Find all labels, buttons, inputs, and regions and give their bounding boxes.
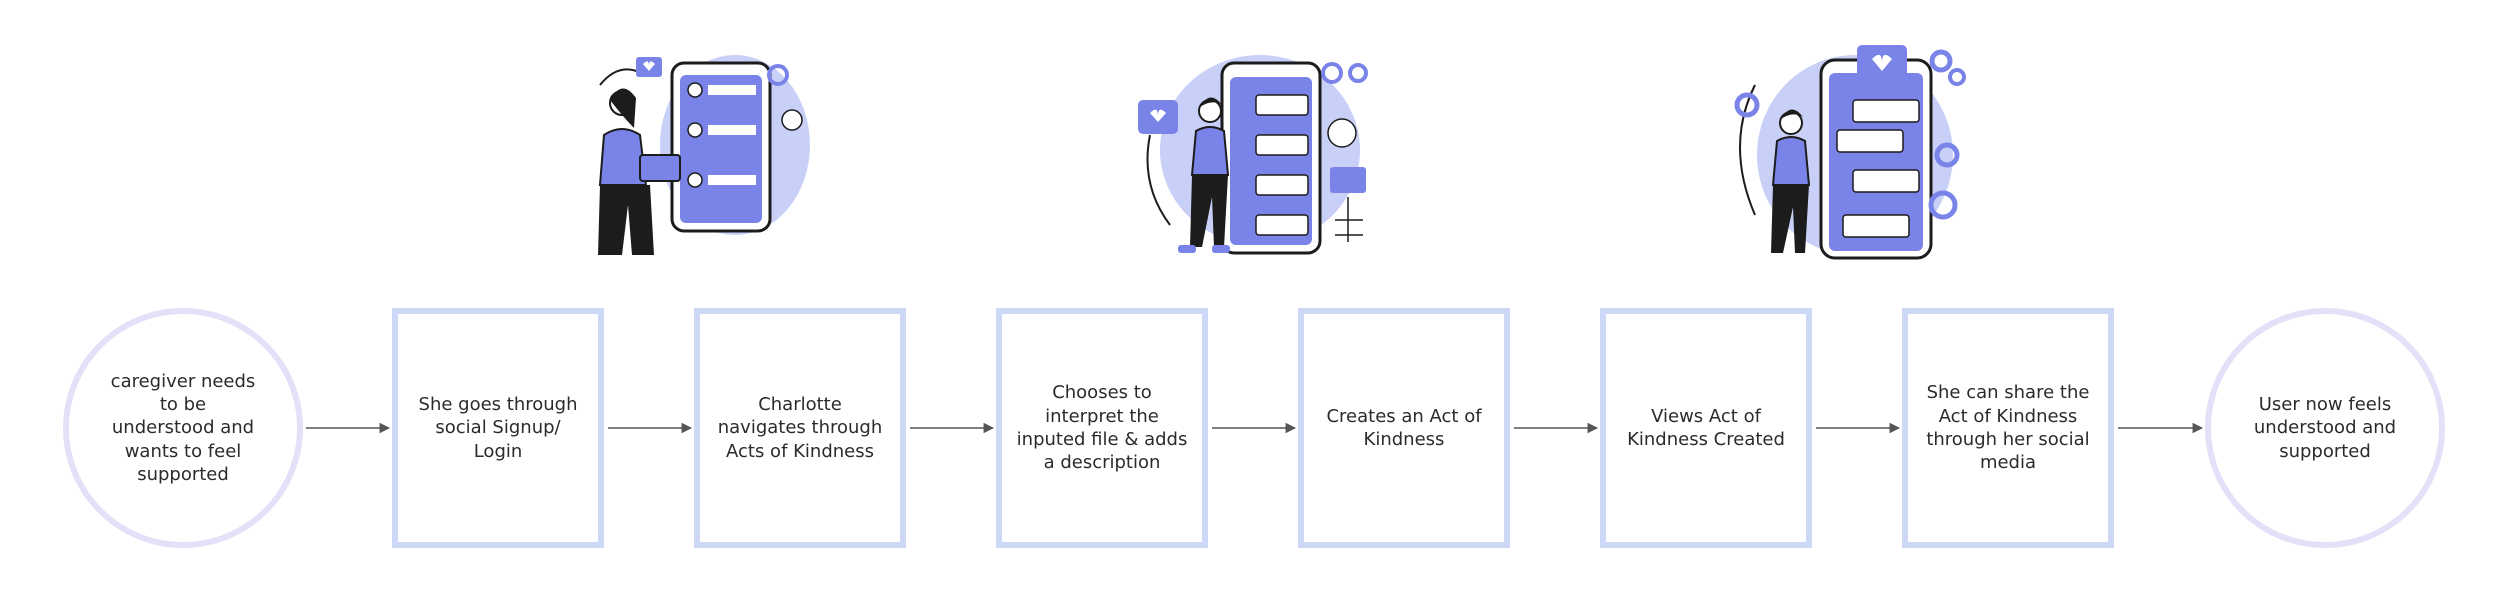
woman-with-phone-chat-messages-illustration: [1138, 55, 1368, 255]
node-label: She can share the Act of Kindness throug…: [1926, 382, 2090, 474]
node-label: Creates an Act of Kindness: [1326, 405, 1482, 450]
node-label: Views Act of Kindness Created: [1627, 405, 1785, 450]
step-view-act: Views Act of Kindness Created: [1600, 308, 1812, 548]
end-node-user-supported: User now feels understood and supported: [2205, 308, 2445, 548]
start-node-caregiver-need: caregiver needs to be understood and wan…: [63, 308, 303, 548]
node-label: Charlotte navigates through Acts of Kind…: [717, 393, 883, 462]
woman-with-phone-heart-messages-illustration: [1734, 45, 1966, 260]
node-label: She goes through social Signup/ Login: [418, 393, 578, 462]
node-label: caregiver needs to be understood and wan…: [110, 370, 256, 486]
node-label: User now feels understood and supported: [2253, 393, 2397, 462]
woman-with-tablet-and-phone-profiles-illustration: [598, 55, 810, 255]
step-create-act: Creates an Act of Kindness: [1298, 308, 1510, 548]
step-signup-login: She goes through social Signup/ Login: [392, 308, 604, 548]
node-label: Chooses to interpret the inputed file & …: [1016, 382, 1188, 474]
step-share-act: She can share the Act of Kindness throug…: [1902, 308, 2114, 548]
step-navigate-acts: Charlotte navigates through Acts of Kind…: [694, 308, 906, 548]
step-interpret-file: Chooses to interpret the inputed file & …: [996, 308, 1208, 548]
